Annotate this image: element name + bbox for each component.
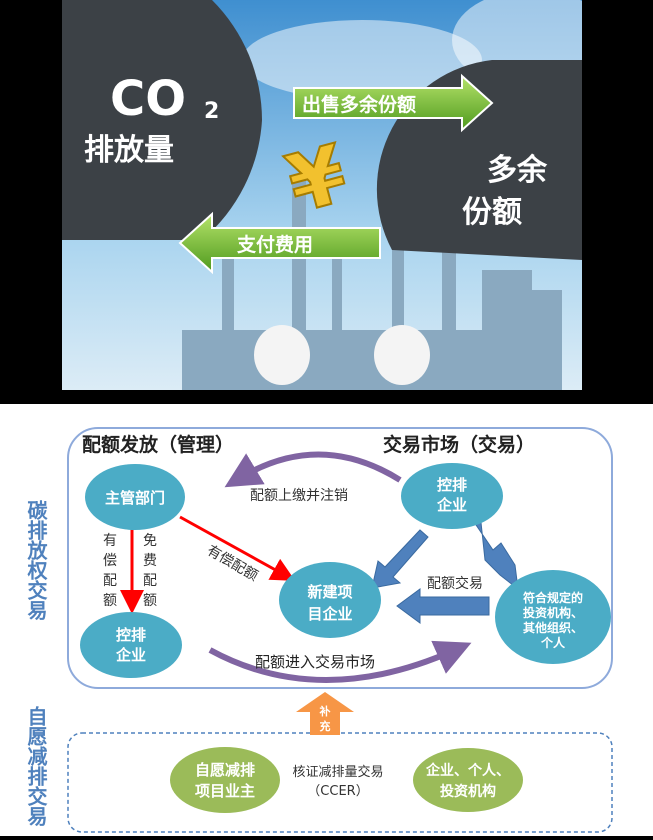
co2-subscript: 2 [204,99,219,124]
svg-text:企业: 企业 [115,646,146,664]
svg-text:额: 额 [103,593,117,609]
voluntary-frame [67,732,613,833]
emissions-label: 排放量 [84,133,174,168]
free-allocation-vertical-label: 免 费 配 额 [143,533,157,609]
paid-allocation-vertical-label: 有 偿 配 额 [103,533,117,609]
svg-text:目企业: 目企业 [307,605,352,623]
surplus-label: 份额 [462,195,522,230]
paid-allocation-arrow [179,515,296,581]
svg-text:企业、个人、: 企业、个人、 [425,762,510,779]
svg-text:配: 配 [143,573,157,589]
svg-text:投资机构: 投资机构 [440,783,496,800]
svg-text:自愿减排交易: 自愿减排交易 [24,705,48,827]
svg-text:企业: 企业 [436,496,467,514]
ccer-label: 核证减排量交易 [292,764,383,780]
enter-market-arrow [208,640,472,683]
svg-text:个人: 个人 [540,635,566,650]
sell-arrow-label: 出售多余份额 [302,93,416,116]
co2-emissions-disc [62,0,262,240]
svg-text:充: 充 [320,719,331,733]
svg-text:自愿减排: 自愿减排 [195,761,255,779]
node-authority: 主管部门 [85,464,185,530]
carbon-trading-diagram: 碳排放权交易 自愿减排交易 配额发放（管理） 交易市场（交易） 配额上缴并注销 … [0,404,653,836]
paid-allocation-label: 有偿配额 [204,543,260,585]
pay-arrow [178,211,381,275]
carbon-trading-label: 碳排放权交易 [24,499,48,621]
svg-text:新建项: 新建项 [307,583,352,601]
carbon-trade-illustration: CO 2 排放量 出售多余份额 多余 份额 支付费用 ¥ [62,0,612,390]
svg-text:偿: 偿 [103,553,117,569]
node-voluntary-buyers: 企业、个人、 投资机构 [413,748,523,812]
svg-text:配: 配 [103,573,117,589]
svg-text:符合规定的: 符合规定的 [523,590,583,605]
allocation-title: 配额发放（管理） [82,433,234,456]
sell-arrow [293,73,494,133]
market-title: 交易市场（交易） [383,433,535,456]
svg-text:费: 费 [143,553,157,569]
svg-text:主管部门: 主管部门 [105,489,165,507]
surrender-arrow [224,451,402,488]
svg-text:项目业主: 项目业主 [195,782,255,800]
carbon-trading-frame [67,427,613,689]
figure-head [374,325,430,385]
svg-text:控排: 控排 [116,626,146,644]
svg-text:有: 有 [103,533,117,549]
pay-arrow-label: 支付费用 [236,233,313,256]
enter-market-label: 配额进入交易市场 [255,653,375,671]
node-voluntary-project-owner: 自愿减排 项目业主 [170,747,280,813]
node-new-project-enterprise: 新建项 目企业 [279,562,381,638]
supplement-arrow: 补 充 [296,692,354,735]
ccer-abbrev: （CCER） [307,784,368,799]
surplus-label: 多余 [487,153,548,188]
svg-text:其他组织、: 其他组织、 [523,620,583,635]
svg-text:碳排放权交易: 碳排放权交易 [24,499,48,621]
voluntary-label: 自愿减排交易 [24,705,48,827]
svg-text:控排: 控排 [437,476,467,494]
quota-trade-label: 配额交易 [427,575,483,592]
co2-label: CO [110,71,186,127]
node-controlled-enterprise-bottom: 控排 企业 [80,612,182,678]
controlled-to-new-arrow [371,529,429,589]
svg-text:投资机构、: 投资机构、 [523,605,583,620]
node-investors: 符合规定的 投资机构、 其他组织、 个人 [495,570,611,664]
surrender-label: 配额上缴并注销 [250,488,348,504]
svg-text:补: 补 [319,704,331,718]
node-controlled-enterprise-top: 控排 企业 [401,463,503,529]
svg-text:额: 额 [143,593,157,609]
svg-text:免: 免 [143,533,157,549]
quota-trade-arrow [396,588,490,624]
figure-head [254,325,310,385]
